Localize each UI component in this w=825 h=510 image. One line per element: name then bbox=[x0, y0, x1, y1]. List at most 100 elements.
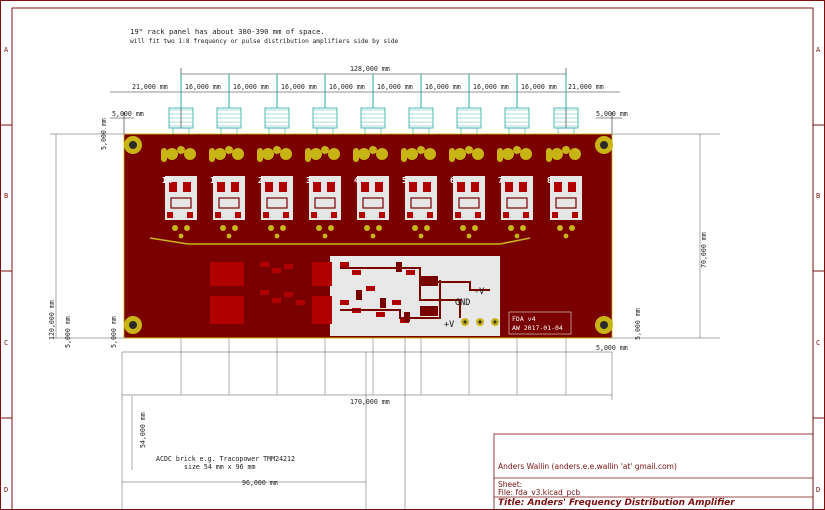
channel-7: 7 bbox=[497, 146, 533, 239]
via-pad bbox=[280, 225, 286, 231]
bnc-pad-left bbox=[166, 148, 178, 160]
bnc-pad-center bbox=[177, 146, 185, 154]
note-acdc-line1: ACDC brick e.g. Tracopower TMM24212 bbox=[156, 455, 295, 463]
smd-pad bbox=[552, 212, 558, 218]
border-letter-d-left: D bbox=[4, 486, 8, 494]
ic-outline bbox=[362, 197, 384, 209]
bnc-pad-right bbox=[569, 148, 581, 160]
title-block-author: Anders Wallin (anders.e.e.wallin 'at' gm… bbox=[498, 462, 677, 471]
construction-lines bbox=[50, 133, 720, 510]
note-acdc-line2: size 54 mm x 96 mm bbox=[184, 463, 255, 471]
dim-vert-bl: 5,000 mm bbox=[64, 316, 72, 348]
smd-pad bbox=[503, 212, 509, 218]
signal-bus-trace bbox=[149, 237, 531, 245]
title-block-frame bbox=[493, 433, 814, 510]
power-connector-pins bbox=[461, 318, 499, 326]
silk-gnd: GND bbox=[455, 298, 470, 308]
smd-pad bbox=[235, 212, 241, 218]
smd-pad bbox=[475, 212, 481, 218]
dim-brick-width: 96,000 mm bbox=[242, 479, 278, 487]
bnc-pad-left bbox=[358, 148, 370, 160]
bnc-pad-right bbox=[280, 148, 292, 160]
smd-pad bbox=[361, 182, 369, 192]
smd-pad bbox=[231, 182, 239, 192]
via-pad bbox=[460, 225, 466, 231]
smd-pad bbox=[471, 182, 479, 192]
via-pad bbox=[466, 233, 472, 239]
bnc-pad-side bbox=[209, 148, 215, 162]
dim-pitch-label: 16,000 mm bbox=[233, 83, 269, 91]
power-smd-pad bbox=[260, 262, 269, 267]
bnc-pad-center bbox=[562, 146, 570, 154]
via-pad bbox=[557, 225, 563, 231]
smd-pad bbox=[568, 182, 576, 192]
smd-pad bbox=[519, 182, 527, 192]
channel-label: 8 bbox=[547, 176, 552, 185]
smd-pad bbox=[313, 182, 321, 192]
channel-label: 6 bbox=[450, 176, 455, 185]
mounting-holes bbox=[124, 136, 613, 334]
via-pad bbox=[328, 225, 334, 231]
channel-label: 2 bbox=[258, 176, 263, 185]
dim-left-height: 120,000 mm bbox=[48, 300, 56, 340]
dim-horiz-bl: 5,000 mm bbox=[110, 316, 118, 348]
bnc-pad-right bbox=[328, 148, 340, 160]
ic-outline bbox=[218, 197, 240, 209]
dim-pitch-label: 16,000 mm bbox=[521, 83, 557, 91]
smd-pad bbox=[263, 212, 269, 218]
bnc-pad-left bbox=[454, 148, 466, 160]
pad-large-4 bbox=[312, 296, 332, 324]
smd-pad bbox=[183, 182, 191, 192]
smd-pad bbox=[311, 212, 317, 218]
title-block-file: File: fda_v3.kicad_pcb bbox=[498, 488, 581, 497]
pad-large-2 bbox=[210, 296, 244, 324]
bnc-pad-side bbox=[353, 148, 359, 162]
channel-label: 1 bbox=[210, 176, 215, 185]
connector-flange bbox=[220, 127, 238, 135]
smd-pad bbox=[327, 182, 335, 192]
via-pad bbox=[364, 225, 370, 231]
bnc-pad-center bbox=[225, 146, 233, 154]
channel-label: IN bbox=[162, 176, 172, 185]
connector-flange bbox=[557, 127, 575, 135]
ic-outline bbox=[458, 197, 480, 209]
bnc-pad-left bbox=[262, 148, 274, 160]
dim-pitch-label: 16,000 mm bbox=[377, 83, 413, 91]
connector-flange bbox=[412, 127, 430, 135]
connector-flange bbox=[268, 127, 286, 135]
border-letter-c-right: C bbox=[816, 339, 820, 347]
bnc-connectors bbox=[168, 74, 579, 135]
dim-horiz-br: 5,000 mm bbox=[596, 344, 628, 352]
power-smd-part bbox=[356, 290, 362, 300]
bnc-pad-center bbox=[417, 146, 425, 154]
via-pad bbox=[412, 225, 418, 231]
ic-outline bbox=[266, 197, 288, 209]
bnc-pad-side bbox=[305, 148, 311, 162]
via-pad bbox=[514, 233, 520, 239]
via-pad bbox=[424, 225, 430, 231]
ic-outline bbox=[555, 197, 577, 209]
smd-pad bbox=[169, 182, 177, 192]
power-smd-pad bbox=[296, 300, 305, 305]
via-pad bbox=[563, 233, 569, 239]
power-smd-pad bbox=[260, 290, 269, 295]
channel-0: IN bbox=[161, 146, 197, 239]
pad-large-3 bbox=[312, 262, 332, 286]
power-smd-pad bbox=[406, 270, 415, 275]
via-pad bbox=[274, 233, 280, 239]
mounting-hole-drill bbox=[129, 141, 137, 149]
smd-pad bbox=[379, 212, 385, 218]
channel-2: 2 bbox=[257, 146, 293, 239]
via-pad bbox=[178, 233, 184, 239]
channel-3: 3 bbox=[305, 146, 341, 239]
via-pad bbox=[172, 225, 178, 231]
bnc-pad-right bbox=[232, 148, 244, 160]
channel-label: 4 bbox=[354, 176, 359, 185]
border-letter-d-right: D bbox=[816, 486, 820, 494]
power-smd-pad bbox=[272, 298, 281, 303]
power-smd-pad bbox=[272, 268, 281, 273]
bnc-pad-left bbox=[551, 148, 563, 160]
